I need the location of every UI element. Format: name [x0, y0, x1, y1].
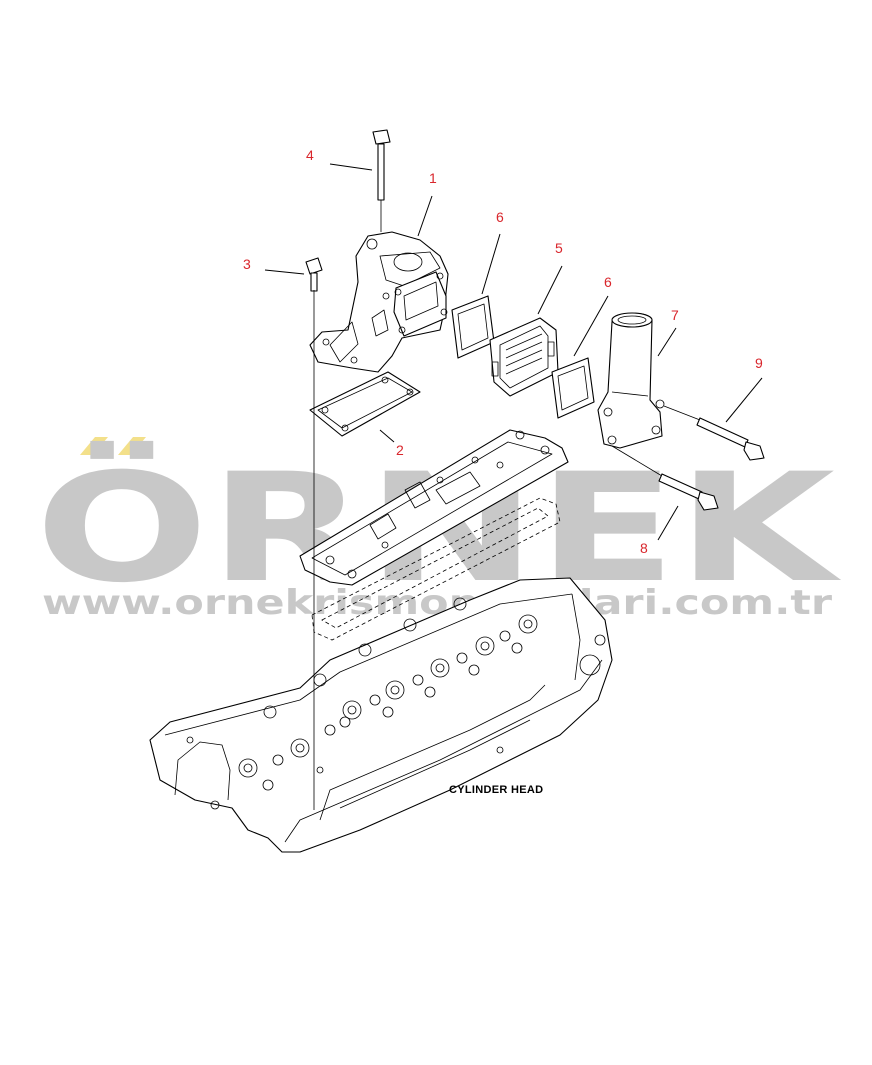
thermostat-5 — [489, 317, 559, 397]
watermark-accent-mark — [118, 437, 146, 455]
callout-7: 7 — [671, 307, 679, 323]
bolt-3 — [305, 257, 323, 292]
water-outlet-7 — [597, 312, 665, 449]
cylinder-head: CYLINDER HEAD — [149, 577, 613, 853]
callout-leaders — [264, 163, 763, 541]
callout-6-right: 6 — [604, 274, 612, 290]
callout-8: 8 — [640, 540, 648, 556]
thermostat-housing-1 — [309, 231, 449, 373]
watermark-accent-mark — [80, 437, 108, 455]
callout-9: 9 — [755, 355, 763, 371]
gasket-2 — [309, 371, 421, 437]
bolt-8 — [611, 445, 719, 511]
callout-4: 4 — [306, 147, 314, 163]
gasket-6-right — [551, 357, 595, 419]
callout-2: 2 — [396, 442, 404, 458]
callout-6-left: 6 — [496, 209, 504, 225]
callout-1: 1 — [429, 170, 437, 186]
gasket-6-left — [451, 295, 495, 359]
bolt-9 — [663, 405, 765, 461]
assembly-label-cylinder-head: CYLINDER HEAD — [449, 784, 543, 796]
callout-5: 5 — [555, 240, 563, 256]
callout-numbers: 4 1 3 6 5 6 7 9 2 8 — [243, 147, 763, 556]
cover-plate — [299, 429, 569, 586]
bolt-4 — [372, 129, 391, 201]
callout-3: 3 — [243, 256, 251, 272]
head-valve-pockets — [262, 630, 523, 791]
